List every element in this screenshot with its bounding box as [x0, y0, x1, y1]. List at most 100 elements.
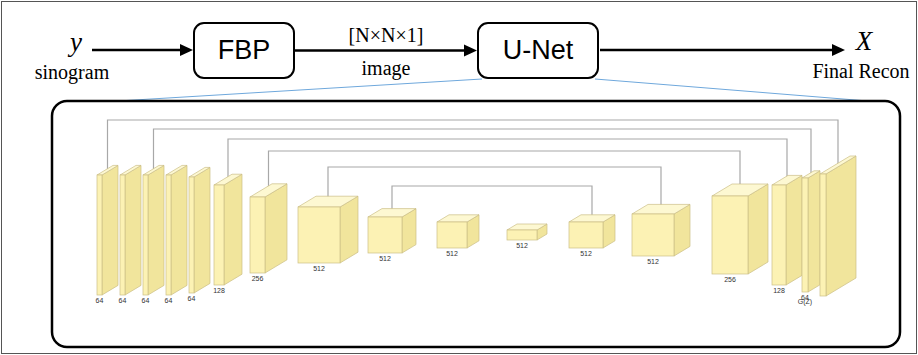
block-side	[148, 165, 164, 295]
block-front	[569, 222, 603, 248]
feature-block	[97, 165, 118, 295]
channel-count: 64	[188, 295, 196, 303]
block-side	[340, 196, 358, 263]
block-top	[298, 196, 358, 207]
box-title: FBP	[218, 35, 271, 66]
edge-label: [N×N×1]	[349, 24, 424, 46]
feature-block	[507, 224, 547, 240]
channel-count: 64	[119, 297, 127, 305]
output-caption: Final Recon	[812, 60, 909, 82]
feature-block	[298, 196, 358, 263]
channel-count: G(Z)	[798, 298, 812, 306]
block-front	[250, 197, 265, 273]
feature-block	[632, 204, 690, 256]
unet-panel	[52, 101, 900, 347]
block-top	[250, 184, 287, 197]
channel-count: 64	[142, 297, 150, 305]
block-top	[569, 215, 615, 222]
block-top	[120, 165, 141, 175]
block-top	[632, 204, 690, 214]
feature-block	[437, 215, 479, 248]
zoom-line	[118, 79, 482, 101]
block-side	[194, 167, 210, 293]
block-front	[507, 230, 537, 240]
input-arrow	[92, 49, 181, 52]
feature-block	[368, 209, 416, 253]
block-front	[143, 175, 148, 295]
block-top	[166, 165, 187, 175]
block-top	[143, 165, 164, 175]
block-top	[507, 224, 547, 230]
channel-count: 128	[213, 287, 225, 295]
block-top	[368, 209, 416, 217]
block-front	[802, 178, 808, 292]
skip-line	[392, 186, 592, 218]
output-symbol: X	[856, 27, 873, 57]
channel-count: 256	[724, 276, 736, 284]
arrow-head	[464, 45, 477, 57]
block-side	[125, 165, 141, 295]
block-front	[214, 185, 224, 285]
flow-arrow	[295, 45, 477, 57]
arrow-head	[832, 44, 845, 56]
block-front	[368, 217, 402, 253]
channel-count: 512	[313, 265, 325, 273]
channel-count: 64	[96, 297, 104, 305]
input-symbol: y	[70, 28, 82, 58]
channel-count: 512	[446, 250, 458, 258]
block-side	[171, 165, 187, 295]
feature-block	[214, 174, 242, 285]
feature-block	[120, 165, 141, 295]
feature-block	[189, 167, 210, 293]
skip-line	[228, 139, 787, 180]
block-top	[214, 174, 242, 185]
block-top	[802, 171, 820, 178]
process-box: FBP	[193, 22, 295, 79]
block-top	[189, 167, 210, 177]
block-front	[298, 207, 340, 263]
block-top	[772, 175, 802, 185]
feature-block	[143, 165, 164, 295]
channel-count: 512	[379, 255, 391, 263]
block-side	[786, 175, 802, 285]
feature-block	[250, 184, 287, 273]
block-front	[772, 185, 786, 285]
block-top	[712, 184, 768, 196]
block-side	[826, 156, 856, 296]
block-front	[166, 175, 171, 295]
channel-count: 128	[773, 287, 785, 295]
block-front	[820, 174, 826, 296]
block-front	[189, 177, 194, 293]
unet-blocks	[97, 156, 856, 296]
channel-count: 512	[647, 258, 659, 266]
feature-block	[802, 171, 820, 292]
block-side	[748, 184, 768, 274]
feature-block	[569, 215, 615, 248]
arrow-line	[295, 49, 465, 52]
block-front	[712, 196, 748, 274]
block-side	[102, 165, 118, 295]
output-arrow	[600, 49, 833, 52]
feature-block	[772, 175, 802, 285]
channel-count: 64	[165, 297, 173, 305]
data-caption: image	[362, 57, 411, 79]
channel-count: 256	[252, 275, 264, 283]
channel-count: 512	[516, 242, 528, 250]
feature-block	[712, 184, 768, 274]
skip-line	[269, 151, 741, 190]
block-front	[120, 175, 125, 295]
arrow-head	[180, 44, 193, 56]
block-side	[265, 184, 287, 273]
channel-count: 512	[580, 250, 592, 258]
zoom-line	[595, 79, 868, 101]
process-box: U-Net	[477, 22, 599, 79]
block-top	[820, 156, 856, 174]
feature-block	[166, 165, 187, 295]
skip-line	[108, 120, 839, 170]
block-front	[437, 222, 467, 248]
feature-block	[820, 156, 856, 296]
